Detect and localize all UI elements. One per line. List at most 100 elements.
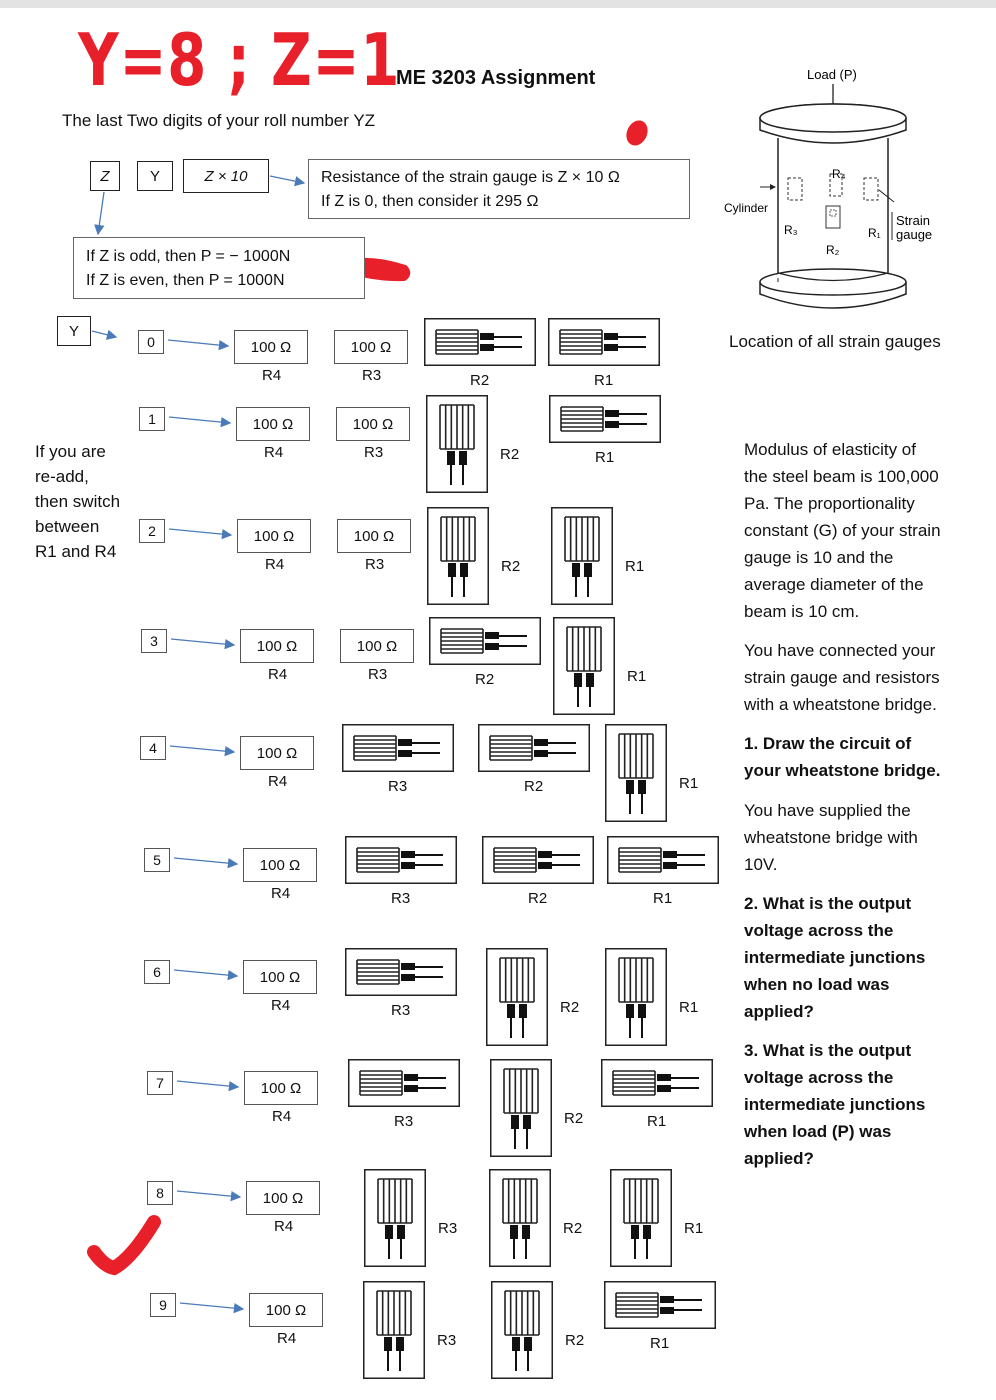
switch-note-line: R1 and R4 [35, 542, 117, 561]
gauge-label: R2 [524, 778, 544, 795]
row-number-box: 0 [138, 330, 164, 354]
strain-gauge-horizontal-icon [348, 1059, 460, 1107]
gauge-label: R1 [679, 775, 699, 792]
row-number-box: 6 [144, 960, 170, 984]
resistor-label: R4 [262, 367, 282, 384]
gauge-label: R1 [653, 890, 673, 907]
resistor-label: R3 [362, 367, 382, 384]
strain-gauge-vertical-icon [551, 507, 613, 605]
gauge-label: R3 [438, 1220, 458, 1237]
resistor-label: R3 [364, 444, 384, 461]
text-line: You have connected your [744, 641, 936, 660]
load-note-line1: If Z is odd, then P = − 1000N [86, 248, 291, 265]
gauge-label: R3 [391, 1002, 411, 1019]
text-line: gauge is 10 and the [744, 548, 894, 567]
gauge-label: R2 [528, 890, 548, 907]
text-line: constant (G) of your strain [744, 521, 941, 540]
text-line: average diameter of the [744, 575, 924, 594]
gauge-label: R1 [650, 1335, 670, 1352]
text-line: applied? [744, 1002, 814, 1021]
resistor-label: R4 [277, 1330, 297, 1347]
top-bar [0, 0, 996, 8]
strain-gauge-horizontal-icon [429, 617, 541, 665]
strain-gauge-vertical-icon [491, 1281, 553, 1379]
strain-gauge-vertical-icon [490, 1059, 552, 1157]
text-line: with a wheatstone bridge. [744, 695, 937, 714]
text-line: 10V. [744, 855, 778, 874]
resistor-label: R3 [365, 556, 385, 573]
resistance-note-line2: If Z is 0, then consider it 295 Ω [321, 193, 539, 210]
strain-gauge-vertical-icon [605, 948, 667, 1046]
row-number-box: 3 [141, 629, 167, 653]
text-line: Pa. The proportionality [744, 494, 915, 513]
r1-label: R₁ [868, 226, 881, 240]
resistor-value-box: 100 Ω [246, 1181, 320, 1215]
text-line: 1. Draw the circuit of [744, 734, 912, 753]
resistor-value-box: 100 Ω [244, 1071, 318, 1105]
load-label: Load (P) [807, 67, 857, 82]
strain-gauge-horizontal-icon [478, 724, 590, 772]
strain-gauge-vertical-icon [486, 948, 548, 1046]
text-line: when no load was [744, 975, 890, 994]
gauge-label: R3 [394, 1113, 414, 1130]
gauge-label: R2 [470, 372, 490, 389]
row-number-box: 1 [139, 407, 165, 431]
strain-gauge-horizontal-icon [607, 836, 719, 884]
row-number-box: 9 [150, 1293, 176, 1317]
resistor-value-box: 100 Ω [243, 848, 317, 882]
resistor-label: R4 [265, 556, 285, 573]
text-line: applied? [744, 1149, 814, 1168]
resistor-label: R3 [368, 666, 388, 683]
resistance-note-box: Resistance of the strain gauge is Z × 10… [308, 159, 690, 219]
load-note-line2: If Z is even, then P = 1000N [86, 272, 285, 289]
strain-gauge-vertical-icon [605, 724, 667, 822]
text-line: wheatstone bridge with [744, 828, 918, 847]
modulus-paragraph: Modulus of elasticity of the steel beam … [744, 436, 941, 625]
text-line: strain gauge and resistors [744, 668, 940, 687]
text-line: your wheatstone bridge. [744, 761, 941, 780]
cylinder-diagram: Load (P) Cylinder R₃ R₂ R₄ R₁ Strain gau… [724, 67, 932, 309]
row-number-box: 8 [147, 1181, 173, 1205]
strain-gauge-horizontal-icon [345, 836, 457, 884]
question-2: 2. What is the output voltage across the… [744, 890, 925, 1025]
gauge-label: R2 [563, 1220, 583, 1237]
strain-gauge-vertical-icon [427, 507, 489, 605]
roll-number-instruction: The last Two digits of your roll number … [62, 111, 376, 130]
resistor-value-box: 100 Ω [337, 519, 411, 553]
resistor-value-box: 100 Ω [240, 736, 314, 770]
strain-gauge-horizontal-icon [604, 1281, 716, 1329]
gauge-label: R2 [560, 999, 580, 1016]
r3-label: R₃ [784, 223, 798, 237]
text-line: Modulus of elasticity of [744, 440, 916, 459]
gauge-label: R2 [475, 671, 495, 688]
text-line: intermediate junctions [744, 1095, 926, 1114]
text-line: voltage across the [744, 1068, 894, 1087]
gauge-label: R1 [679, 999, 699, 1016]
strain-gauge-horizontal-icon [424, 318, 536, 366]
switch-note-line: If you are [35, 442, 106, 461]
resistor-value-box: 100 Ω [234, 330, 308, 364]
gauge-label: R2 [564, 1110, 584, 1127]
strain-gauge-horizontal-icon [342, 724, 454, 772]
resistor-label: R4 [274, 1218, 294, 1235]
gauge-label: R3 [391, 890, 411, 907]
gauge-label: R1 [684, 1220, 704, 1237]
load-note-box: If Z is odd, then P = − 1000N If Z is ev… [73, 237, 365, 299]
assignment-title: ME 3203 Assignment [396, 67, 596, 89]
strain-gauge-horizontal-icon [601, 1059, 713, 1107]
gauge-label: R1 [647, 1113, 667, 1130]
gauge-label: R2 [501, 558, 521, 575]
gauge-label: R2 [500, 446, 520, 463]
strain-gauge-vertical-icon [489, 1169, 551, 1267]
text-line: You have supplied the [744, 801, 911, 820]
strain-gauge-horizontal-icon [482, 836, 594, 884]
y-row-box: Y [57, 316, 91, 346]
row-number-box: 5 [144, 848, 170, 872]
z-times-ten-box: Z × 10 [183, 159, 269, 193]
row-number-box: 7 [147, 1071, 173, 1095]
strain-gauge-horizontal-icon [548, 318, 660, 366]
resistor-value-box: 100 Ω [236, 407, 310, 441]
roll-number-heading: Y=8 ; Z=1 [78, 18, 401, 102]
text-line: 2. What is the output [744, 894, 912, 913]
strain-gauge-vertical-icon [610, 1169, 672, 1267]
